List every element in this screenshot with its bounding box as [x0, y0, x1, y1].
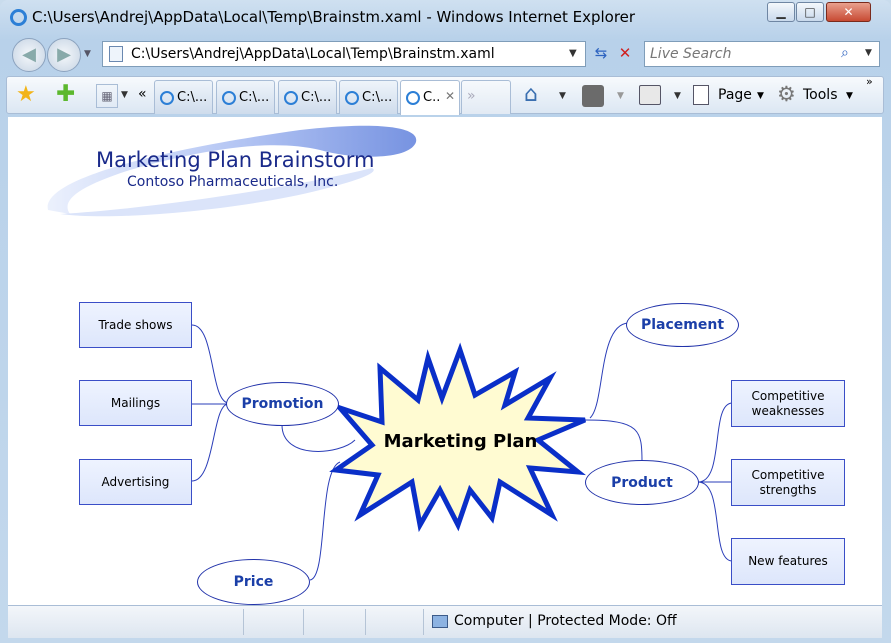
refresh-icon[interactable]: ⇆ [594, 44, 608, 62]
status-separator [423, 609, 424, 635]
tab-1-label: C:\... [177, 90, 208, 105]
page-content [8, 117, 882, 605]
tab-4-label: C:\... [362, 90, 393, 105]
tab-3[interactable]: C:\... [278, 80, 337, 114]
home-dropdown-icon[interactable]: ▼ [559, 91, 566, 101]
page-menu-button[interactable]: Page [718, 87, 752, 103]
promotion-item-trade-shows: Trade shows [79, 302, 192, 348]
minimize-button[interactable]: ▁ [767, 2, 795, 22]
new-tab-button[interactable]: » [461, 80, 511, 114]
address-dropdown-icon[interactable]: ▼ [569, 48, 577, 59]
home-icon[interactable]: ⌂ [524, 82, 538, 107]
stop-icon[interactable]: ✕ [618, 44, 632, 62]
print-icon[interactable] [639, 85, 661, 105]
status-separator [243, 609, 244, 635]
maximize-button[interactable]: □ [796, 2, 824, 22]
promotion-node: Promotion [226, 382, 339, 426]
computer-zone-icon [432, 615, 448, 628]
center-node-label: Marketing Plan [383, 431, 538, 452]
tab-list-dropdown-icon[interactable]: ▼ [121, 90, 128, 100]
promotion-item-mailings: Mailings [79, 380, 192, 426]
feeds-icon[interactable] [582, 85, 604, 107]
new-tab-label: » [467, 88, 476, 104]
search-icon[interactable]: ⌕ [841, 45, 849, 61]
tab-5-label: C.. [423, 90, 441, 105]
title-bar: C:\Users\Andrej\AppData\Local\Temp\Brain… [0, 0, 891, 32]
security-zone-text[interactable]: Computer | Protected Mode: Off [454, 613, 677, 629]
add-favorites-icon[interactable]: ✚ [56, 81, 76, 107]
feeds-dropdown-icon[interactable]: ▼ [617, 91, 624, 101]
product-item-competitive-strengths: Competitive strengths [731, 459, 845, 506]
forward-button[interactable]: ▶ [47, 38, 81, 72]
tools-menu-button[interactable]: Tools [803, 87, 838, 103]
tab-3-label: C:\... [301, 90, 332, 105]
product-item-new-features: New features [731, 538, 845, 585]
tab-4[interactable]: C:\... [339, 80, 398, 114]
tab-5-active[interactable]: C.. ✕ [400, 80, 460, 115]
status-separator [365, 609, 366, 635]
favorites-star-icon[interactable]: ★ [16, 82, 36, 107]
gear-icon[interactable]: ⚙ [777, 82, 796, 106]
ie-tab-icon [284, 91, 298, 105]
recent-pages-dropdown-icon[interactable]: ▼ [84, 49, 91, 59]
back-button[interactable]: ◀ [12, 38, 46, 72]
price-node: Price [197, 559, 310, 605]
placement-node: Placement [626, 303, 739, 347]
toolbar-overflow-button[interactable]: » [866, 75, 873, 88]
ie-tab-icon [345, 91, 359, 105]
tools-dropdown-icon[interactable]: ▼ [846, 91, 853, 101]
product-item-competitive-weaknesses: Competitive weaknesses [731, 380, 845, 427]
close-tab-icon[interactable]: ✕ [445, 89, 456, 103]
tab-2[interactable]: C:\... [216, 80, 275, 114]
title-swoosh-decoration [47, 125, 417, 217]
diagram-title: Marketing Plan Brainstorm [96, 148, 375, 172]
promotion-item-advertising: Advertising [79, 459, 192, 505]
page-menu-icon[interactable] [693, 85, 709, 105]
product-node: Product [585, 460, 699, 505]
tab-1[interactable]: C:\... [154, 80, 213, 114]
window-title: C:\Users\Andrej\AppData\Local\Temp\Brain… [32, 8, 636, 26]
status-separator [303, 609, 304, 635]
page-dropdown-icon[interactable]: ▼ [757, 91, 764, 101]
ie-tab-icon [160, 91, 174, 105]
search-input[interactable]: Live Search [650, 46, 732, 62]
quick-tabs-button[interactable]: ▦ [96, 84, 118, 108]
search-bar[interactable]: Live Search ⌕ ▼ [644, 41, 880, 67]
address-bar[interactable]: C:\Users\Andrej\AppData\Local\Temp\Brain… [102, 41, 586, 67]
marketing-plan-starburst [329, 342, 586, 533]
status-bar: Computer | Protected Mode: Off [8, 605, 882, 638]
page-icon [109, 46, 123, 62]
diagram-subtitle: Contoso Pharmaceuticals, Inc. [127, 174, 339, 190]
ie-tab-icon [222, 91, 236, 105]
ie-tab-icon [406, 91, 420, 105]
close-button[interactable]: ✕ [826, 2, 871, 22]
tab-2-label: C:\... [239, 90, 270, 105]
scroll-tabs-left-button[interactable]: « [138, 86, 147, 102]
ie-logo-icon [10, 9, 27, 26]
print-dropdown-icon[interactable]: ▼ [674, 91, 681, 101]
address-input[interactable]: C:\Users\Andrej\AppData\Local\Temp\Brain… [131, 46, 495, 62]
search-dropdown-icon[interactable]: ▼ [865, 48, 872, 58]
